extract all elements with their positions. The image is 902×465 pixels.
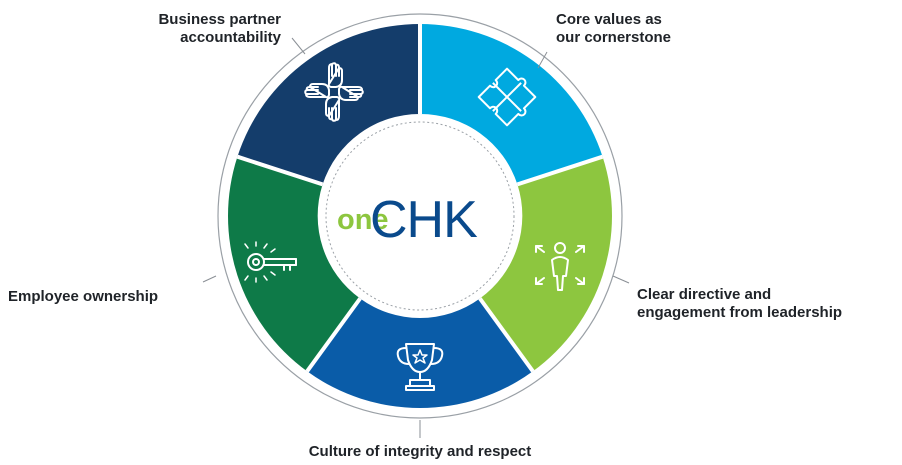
hands-icon — [304, 62, 364, 122]
label-core-values-line2: our cornerstone — [556, 29, 672, 46]
label-core-values: Core values as our cornerstone — [556, 11, 671, 47]
label-employee-ownership-line1: Employee ownership — [8, 288, 159, 305]
label-clear-directive-line2: engagement from leadership — [637, 304, 843, 321]
leader-employee-ownership — [202, 275, 217, 283]
onechk-logo: one CHK — [337, 191, 479, 249]
center-disc — [320, 116, 520, 316]
label-culture-integrity-line1: Culture of integrity and respect — [308, 443, 532, 460]
label-core-values-line1: Core values as — [556, 11, 662, 28]
label-clear-directive: Clear directive and engagement from lead… — [637, 286, 842, 322]
leader-arrows-icon — [535, 242, 585, 291]
leader-clear-directive — [612, 275, 630, 284]
puzzle-icon — [477, 67, 537, 127]
label-culture-integrity: Culture of integrity and respect — [296, 443, 544, 461]
label-business-partner: Business partner accountability — [158, 11, 281, 47]
label-business-partner-line1: Business partner — [158, 11, 281, 28]
segment-clear-directive — [479, 156, 612, 372]
logo-prefix: one — [337, 204, 389, 236]
segment-culture-integrity — [307, 298, 533, 409]
key-icon — [244, 241, 297, 283]
logo-name: CHK — [370, 191, 478, 249]
center-dashed-ring — [325, 121, 515, 311]
label-business-partner-line2: accountability — [180, 29, 281, 46]
segment-core-values — [420, 24, 603, 185]
outer-ring — [217, 13, 623, 419]
trophy-icon — [396, 343, 444, 391]
label-clear-directive-line1: Clear directive and — [637, 286, 772, 303]
label-employee-ownership: Employee ownership — [8, 288, 158, 306]
leader-business-partner — [291, 37, 306, 55]
leader-lines — [202, 37, 630, 438]
leader-core-values — [537, 51, 548, 69]
segment-dividers — [236, 24, 604, 373]
segment-business-partner — [237, 24, 420, 185]
